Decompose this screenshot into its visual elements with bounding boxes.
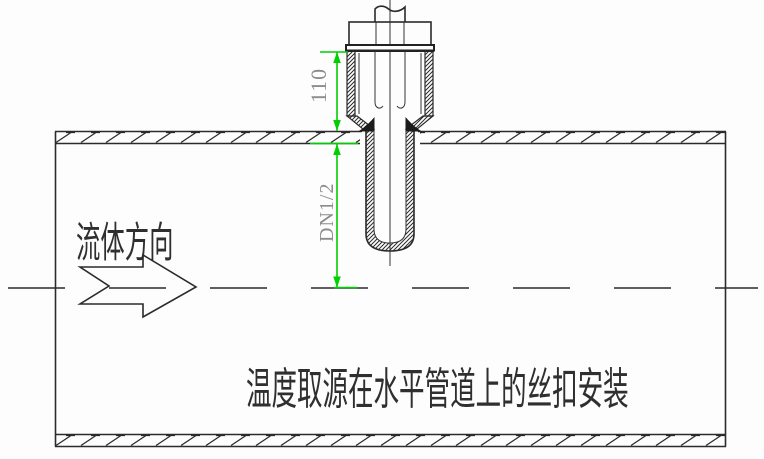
diagram-caption: 温度取源在水平管道上的丝扣安装: [246, 365, 629, 414]
pipe-bottom-wall-hatch: [55, 434, 726, 447]
dimension-lines: [310, 51, 358, 289]
pipe: [8, 130, 758, 448]
pipe-top-wall-hatch-right: [420, 131, 726, 144]
pipe-bottom-wall: [55, 433, 726, 448]
dim-110-label: 110: [306, 68, 331, 103]
dimension-arrowheads: [333, 52, 341, 288]
weld-seal-right: [405, 117, 422, 132]
flow-arrow: [77, 253, 198, 319]
hex-nut-facets: [375, 22, 405, 45]
sensor-stem: [374, 5, 406, 22]
pipe-top-wall: [55, 130, 726, 145]
flow-direction-label: 流体方向: [76, 220, 173, 266]
pipe-top-wall-hatch-left: [55, 131, 360, 144]
threaded-body: [346, 49, 434, 117]
thermowell-tube: [365, 131, 415, 252]
dim-dn12-label: DN1/2: [316, 183, 338, 242]
weld-seal-left: [358, 117, 375, 132]
thermowell-assembly: [345, 0, 435, 266]
inner-sensor-tube: [374, 51, 406, 109]
